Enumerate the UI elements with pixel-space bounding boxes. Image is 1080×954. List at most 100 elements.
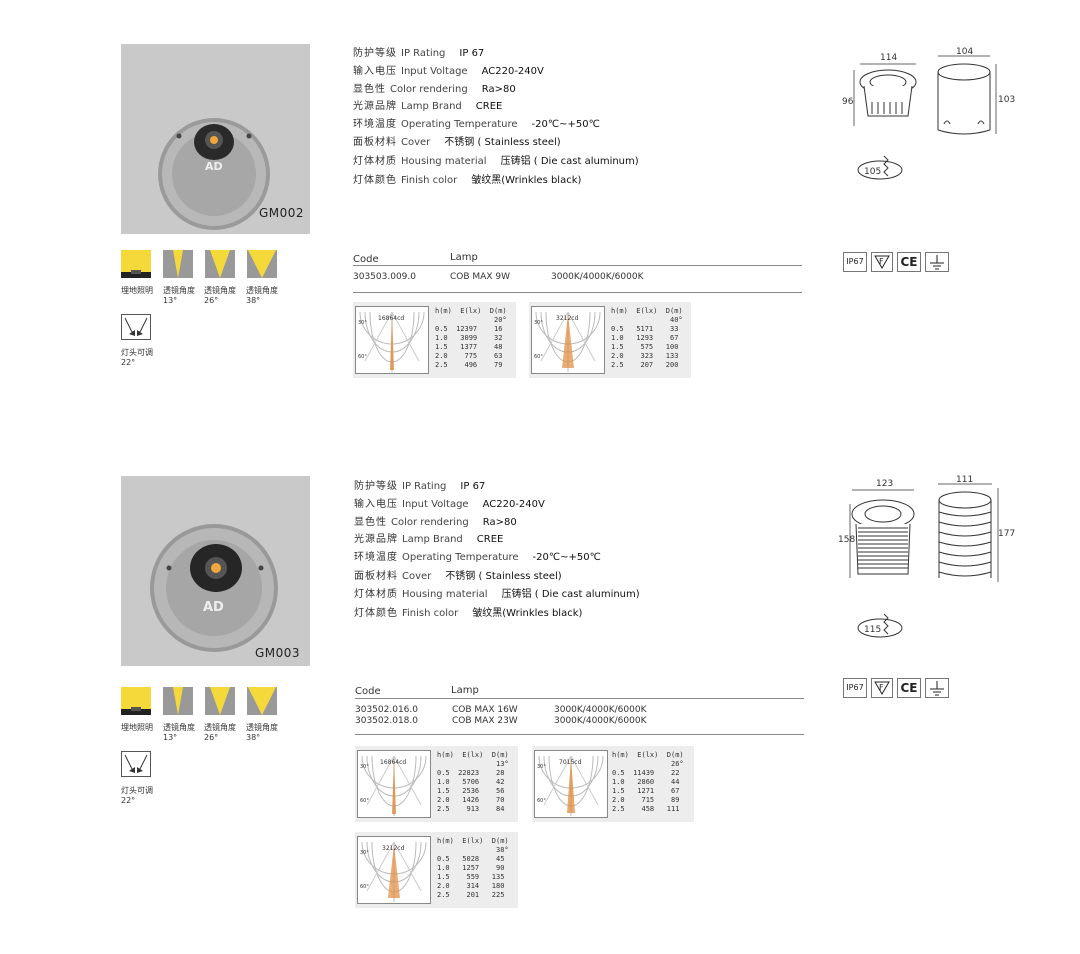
photometric-panel: 7015cd 30° 60° h(m) E(lx) D(m) 26° 0.5 1… bbox=[532, 746, 694, 822]
photometric-panel: 16864cd 30° 60° h(m) E(lx) D(m) 13° 0.5 … bbox=[355, 746, 518, 822]
cct-cell: 3000K/4000K/6000K bbox=[551, 272, 644, 282]
beam-38-icon bbox=[247, 687, 277, 715]
divider bbox=[355, 698, 804, 699]
illuminance-table: h(m) E(lx) D(m) 26° 0.5 11439 22 1.0 286… bbox=[612, 751, 684, 813]
burial-light-icon bbox=[121, 250, 151, 278]
code-header: Code bbox=[355, 686, 381, 697]
ground-cert-icon bbox=[925, 678, 949, 698]
adjustable-head-icon bbox=[121, 751, 151, 777]
polar-diagram: 7015cd 30° 60° bbox=[534, 750, 608, 818]
peak-intensity: 16864cd bbox=[378, 315, 404, 322]
beam-angle-icons bbox=[121, 250, 277, 278]
polar-diagram: 16864cd 30° 60° bbox=[355, 306, 429, 374]
peak-intensity: 7015cd bbox=[559, 759, 582, 766]
dim-height: 96 bbox=[842, 97, 854, 107]
dim-cutout: 115 bbox=[864, 625, 881, 635]
lamp-cell: COB MAX 16W bbox=[452, 705, 518, 715]
divider bbox=[353, 265, 802, 266]
dim-cutout: 105 bbox=[864, 167, 881, 177]
lamp-cell: COB MAX 23W bbox=[452, 716, 518, 726]
ce-cert-icon: CE bbox=[897, 252, 921, 272]
lamp-cell: COB MAX 9W bbox=[450, 272, 510, 282]
illuminance-table: h(m) E(lx) D(m) 20° 0.5 12397 16 1.0 309… bbox=[435, 307, 507, 369]
ground-cert-icon bbox=[925, 252, 949, 272]
cct-cell: 3000K/4000K/6000K bbox=[554, 705, 647, 715]
code-cell: 303502.018.0 bbox=[355, 716, 418, 726]
dim-side-width: 104 bbox=[956, 47, 973, 57]
adjustable-head-icon bbox=[121, 314, 151, 340]
dim-side-height: 177 bbox=[998, 529, 1015, 539]
dim-side-width: 111 bbox=[956, 475, 973, 485]
beam-angle-icons bbox=[121, 687, 277, 715]
beam-13-icon bbox=[163, 687, 193, 715]
photometric-panel: 3212cd 30° 60° h(m) E(lx) D(m) 38° 0.5 5… bbox=[355, 832, 518, 908]
ce-cert-icon: CE bbox=[897, 678, 921, 698]
dim-side-height: 103 bbox=[998, 95, 1015, 105]
model-name: GM003 bbox=[254, 646, 300, 660]
polar-diagram: 3212cd 30° 60° bbox=[357, 836, 431, 904]
angle-label: 60° bbox=[534, 354, 543, 360]
polar-diagram: 3212cd 30° 60° bbox=[531, 306, 605, 374]
polar-diagram: 16864cd 30° 60° bbox=[357, 750, 431, 818]
angle-label: 30° bbox=[360, 850, 369, 856]
angle-label: 30° bbox=[360, 764, 369, 770]
svg-text:F: F bbox=[879, 683, 884, 692]
ip67-cert-icon: IP67 bbox=[843, 678, 867, 698]
svg-text:F: F bbox=[879, 257, 884, 266]
lamp-photo bbox=[158, 118, 270, 230]
illuminance-table: h(m) E(lx) D(m) 38° 0.5 5028 45 1.0 1257… bbox=[437, 837, 509, 899]
beam-13-icon bbox=[163, 250, 193, 278]
code-cell: 303502.016.0 bbox=[355, 705, 418, 715]
angle-label: 60° bbox=[360, 798, 369, 804]
f-mark-cert-icon: F bbox=[871, 678, 893, 698]
dimension-drawing: 123 158 111 177 115 bbox=[838, 475, 1015, 638]
icon-label-burial: 埋地照明 bbox=[121, 286, 153, 295]
peak-intensity: 16864cd bbox=[380, 759, 406, 766]
burial-light-icon bbox=[121, 687, 151, 715]
model-name: GM002 bbox=[258, 206, 304, 220]
peak-intensity: 3212cd bbox=[382, 845, 405, 852]
divider bbox=[355, 734, 804, 735]
lamp-header: Lamp bbox=[451, 685, 479, 696]
beam-38-icon bbox=[247, 250, 277, 278]
f-mark-cert-icon: F bbox=[871, 252, 893, 272]
ip67-cert-icon: IP67 bbox=[843, 252, 867, 272]
beam-26-icon bbox=[205, 250, 235, 278]
brand-logo: AD bbox=[205, 160, 223, 173]
divider bbox=[353, 292, 802, 293]
dim-top-width: 123 bbox=[876, 479, 893, 489]
brand-logo: AD bbox=[203, 600, 224, 615]
icon-label-burial: 埋地照明 bbox=[121, 723, 153, 732]
dim-top-width: 114 bbox=[880, 53, 897, 63]
beam-26-icon bbox=[205, 687, 235, 715]
lamp-photo bbox=[150, 524, 278, 652]
photometric-panel: 3212cd 30° 60° h(m) E(lx) D(m) 40° 0.5 5… bbox=[529, 302, 691, 378]
cct-cell: 3000K/4000K/6000K bbox=[554, 716, 647, 726]
code-row: 303503.009.0 bbox=[353, 272, 416, 282]
angle-label: 60° bbox=[358, 354, 367, 360]
product-photo: AD GM003 bbox=[121, 476, 310, 666]
angle-label: 30° bbox=[358, 320, 367, 326]
dimension-drawing: 114 96 104 103 105 bbox=[842, 47, 1015, 180]
code-header: Code bbox=[353, 254, 379, 265]
